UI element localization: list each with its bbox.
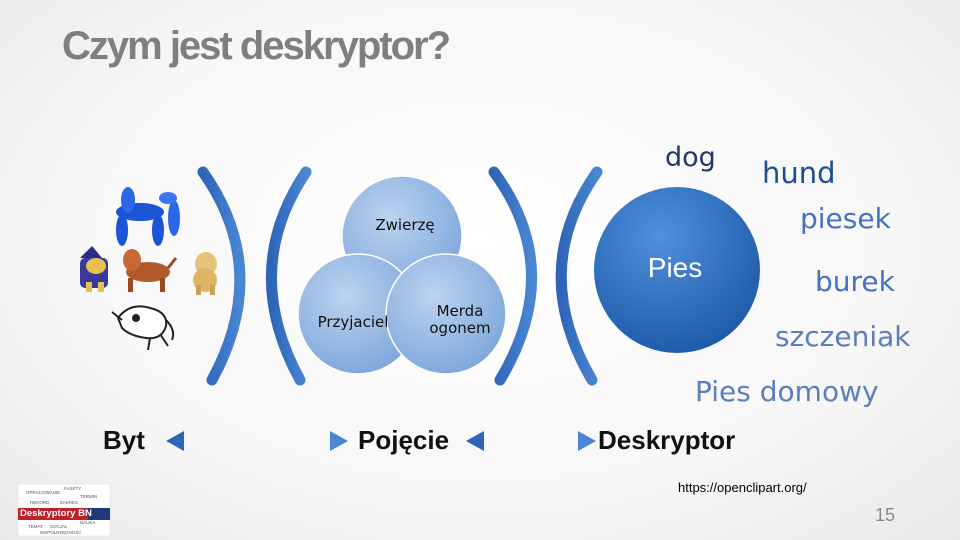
venn-label-merda-ogonem: Merda ogonem (420, 303, 500, 337)
venn-label-przyjaciel: Przyjaciel (317, 313, 389, 331)
svg-text:REKORD: REKORD (30, 500, 50, 505)
svg-text:SOCJAL: SOCJAL (50, 524, 68, 529)
svg-text:TEMAT: TEMAT (28, 524, 43, 529)
label-deskryptor: Deskryptor (598, 425, 736, 455)
dogs-illustration (80, 187, 217, 351)
term-piesek: piesek (800, 202, 891, 235)
svg-text:FASETY: FASETY (64, 486, 81, 491)
arrow-byt-pojecie (166, 431, 348, 451)
venn-circle-right (385, 253, 507, 375)
arrow-pojecie-deskryptor (466, 431, 596, 451)
label-pojecie: Pojęcie (358, 425, 450, 455)
svg-text:TERMIN: TERMIN (80, 494, 97, 499)
term-dog: dog (665, 142, 716, 173)
label-byt: Byt (103, 425, 145, 455)
svg-text:WSPÓŁRZĘDNOŚĆ: WSPÓŁRZĘDNOŚĆ (40, 528, 82, 535)
venn-label-ogonem: ogonem (429, 319, 491, 337)
source-url[interactable]: https://openclipart.org/ (678, 480, 807, 495)
term-szczeniak: szczeniak (775, 320, 911, 353)
pies-circle (594, 187, 760, 353)
yellow-dog-icon (193, 252, 217, 295)
page-number: 15 (875, 505, 896, 525)
sketch-dog-icon (111, 305, 175, 351)
pies-label: Pies (647, 252, 703, 283)
term-pies-domowy: Pies domowy (695, 375, 879, 408)
svg-text:OPRACOWANIE: OPRACOWANIE (26, 490, 60, 495)
wizard-dog-icon (80, 246, 108, 292)
svg-text:ZAKRES: ZAKRES (60, 500, 78, 505)
logo-text: Deskryptory BN (20, 508, 92, 519)
arc-2 (266, 166, 312, 386)
arc-4 (555, 166, 603, 386)
arc-1 (197, 166, 246, 386)
term-burek: burek (815, 265, 895, 298)
venn-diagram (297, 175, 507, 375)
brown-dog-icon (123, 249, 178, 292)
venn-label-merda: Merda (436, 302, 484, 320)
balloon-dog-icon (116, 187, 180, 246)
arc-3 (488, 166, 537, 386)
term-hund: hund (762, 156, 836, 190)
parenthesis-arcs (197, 166, 603, 386)
venn-label-zwierze: Zwierzę (375, 216, 435, 234)
slide-title: Czym jest deskryptor? (62, 24, 451, 68)
deskryptory-bn-logo: OPRACOWANIE FASETY TERMIN REKORD ZAKRES … (17, 483, 111, 537)
svg-text:NAUKA: NAUKA (80, 520, 96, 525)
